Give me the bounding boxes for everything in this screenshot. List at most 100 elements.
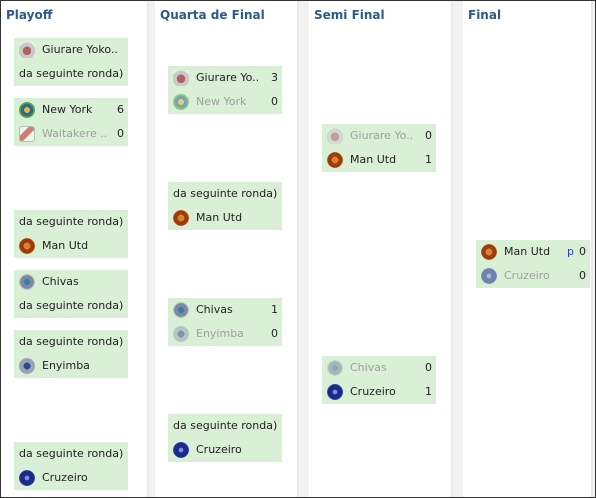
match-card[interactable]: da seguinte ronda) Man Utd bbox=[14, 210, 128, 258]
pending-text: da seguinte ronda) bbox=[173, 187, 278, 200]
match-card[interactable]: da seguinte ronda) Cruzeiro bbox=[168, 414, 282, 462]
giurare-logo-icon bbox=[19, 42, 35, 58]
chivas-logo-icon bbox=[19, 274, 35, 290]
team-name: Giurare Yoko.. bbox=[42, 43, 118, 56]
man-utd-logo-icon bbox=[173, 210, 189, 226]
column-title: Quarta de Final bbox=[160, 8, 265, 22]
team-row[interactable]: Cruzeiro bbox=[14, 466, 128, 490]
team-name: Cruzeiro bbox=[350, 385, 396, 398]
team-score: 1 bbox=[425, 385, 432, 398]
chivas-logo-icon bbox=[173, 302, 189, 318]
team-row[interactable]: New York 6 bbox=[14, 98, 128, 122]
cruzeiro-logo-icon bbox=[327, 384, 343, 400]
team-score: 6 bbox=[117, 103, 124, 116]
team-score: 0 bbox=[271, 95, 278, 108]
team-name: Cruzeiro bbox=[42, 471, 88, 484]
team-name: Waitakere .. bbox=[42, 127, 108, 140]
team-score: 0 bbox=[579, 269, 586, 282]
pending-text: da seguinte ronda) bbox=[19, 447, 124, 460]
pending-text: da seguinte ronda) bbox=[19, 67, 124, 80]
match-card[interactable]: Giurare Yoko.. da seguinte ronda) bbox=[14, 38, 128, 86]
match-card[interactable]: Chivas da seguinte ronda) bbox=[14, 270, 128, 318]
match-card[interactable]: New York 6 Waitakere .. 0 bbox=[14, 98, 128, 146]
team-score: 0 bbox=[579, 245, 586, 258]
team-name: Chivas bbox=[196, 303, 233, 316]
team-name: Man Utd bbox=[196, 211, 243, 224]
cruzeiro-logo-icon bbox=[481, 268, 497, 284]
team-name: Cruzeiro bbox=[504, 269, 550, 282]
pending-text: da seguinte ronda) bbox=[19, 335, 124, 348]
team-score: 0 bbox=[425, 361, 432, 374]
team-name: Chivas bbox=[42, 275, 79, 288]
team-name: New York bbox=[42, 103, 93, 116]
penalty-marker: p bbox=[567, 245, 574, 258]
enyimba-logo-icon bbox=[173, 326, 189, 342]
team-row[interactable]: Giurare Yo.. 3 bbox=[168, 66, 282, 90]
team-row[interactable]: Chivas 1 bbox=[168, 298, 282, 322]
team-row[interactable]: Enyimba 0 bbox=[168, 322, 282, 346]
new-york-logo-icon bbox=[173, 94, 189, 110]
match-card[interactable]: Giurare Yo.. 3 New York 0 bbox=[168, 66, 282, 114]
team-score: 1 bbox=[271, 303, 278, 316]
match-card[interactable]: da seguinte ronda) Man Utd bbox=[168, 182, 282, 230]
team-row[interactable]: Man Utd bbox=[14, 234, 128, 258]
pending-row: da seguinte ronda) bbox=[14, 330, 128, 354]
team-row[interactable]: Cruzeiro 0 bbox=[476, 264, 590, 288]
giurare-logo-icon bbox=[327, 128, 343, 144]
team-name: Man Utd bbox=[504, 245, 551, 258]
team-row[interactable]: Cruzeiro 1 bbox=[322, 380, 436, 404]
team-row[interactable]: Giurare Yo.. 0 bbox=[322, 124, 436, 148]
team-row[interactable]: Man Utd 1 bbox=[322, 148, 436, 172]
team-score: 0 bbox=[425, 129, 432, 142]
man-utd-logo-icon bbox=[481, 244, 497, 260]
match-card[interactable]: Chivas 1 Enyimba 0 bbox=[168, 298, 282, 346]
team-row[interactable]: Enyimba bbox=[14, 354, 128, 378]
column-final: Final Man Utd p 0 Cruzeiro 0 bbox=[463, 1, 595, 497]
column-quarter-final: Quarta de Final Giurare Yo.. 3 New York … bbox=[155, 1, 301, 497]
team-score: 0 bbox=[117, 127, 124, 140]
pending-row: da seguinte ronda) bbox=[14, 210, 128, 234]
team-row[interactable]: Chivas bbox=[14, 270, 128, 294]
chivas-logo-icon bbox=[327, 360, 343, 376]
team-name: Chivas bbox=[350, 361, 387, 374]
pending-row: da seguinte ronda) bbox=[168, 414, 282, 438]
pending-row: da seguinte ronda) bbox=[14, 294, 128, 318]
match-card[interactable]: Giurare Yo.. 0 Man Utd 1 bbox=[322, 124, 436, 172]
pending-text: da seguinte ronda) bbox=[19, 299, 124, 312]
team-name: Enyimba bbox=[42, 359, 90, 372]
team-row[interactable]: Man Utd p 0 bbox=[476, 240, 590, 264]
pending-row: da seguinte ronda) bbox=[168, 182, 282, 206]
team-row[interactable]: Chivas 0 bbox=[322, 356, 436, 380]
column-semi-final: Semi Final Giurare Yo.. 0 Man Utd 1 Chiv… bbox=[309, 1, 455, 497]
team-name: Giurare Yo.. bbox=[196, 71, 260, 84]
waitakere-logo-icon bbox=[19, 126, 35, 142]
team-score: 0 bbox=[271, 327, 278, 340]
man-utd-logo-icon bbox=[19, 238, 35, 254]
enyimba-logo-icon bbox=[19, 358, 35, 374]
team-row[interactable]: Giurare Yoko.. bbox=[14, 38, 128, 62]
column-title: Semi Final bbox=[314, 8, 385, 22]
column-title: Final bbox=[468, 8, 502, 22]
team-row[interactable]: Waitakere .. 0 bbox=[14, 122, 128, 146]
team-name: Man Utd bbox=[350, 153, 397, 166]
man-utd-logo-icon bbox=[327, 152, 343, 168]
team-name: Man Utd bbox=[42, 239, 89, 252]
team-name: New York bbox=[196, 95, 247, 108]
match-card[interactable]: da seguinte ronda) Cruzeiro bbox=[14, 442, 128, 490]
team-row[interactable]: Man Utd bbox=[168, 206, 282, 230]
column-title: Playoff bbox=[6, 8, 53, 22]
team-score: 1 bbox=[425, 153, 432, 166]
team-row[interactable]: New York 0 bbox=[168, 90, 282, 114]
new-york-logo-icon bbox=[19, 102, 35, 118]
team-name: Enyimba bbox=[196, 327, 244, 340]
pending-row: da seguinte ronda) bbox=[14, 442, 128, 466]
team-name: Giurare Yo.. bbox=[350, 129, 414, 142]
team-row[interactable]: Cruzeiro bbox=[168, 438, 282, 462]
match-card[interactable]: da seguinte ronda) Enyimba bbox=[14, 330, 128, 378]
match-card[interactable]: Man Utd p 0 Cruzeiro 0 bbox=[476, 240, 590, 288]
pending-text: da seguinte ronda) bbox=[19, 215, 124, 228]
match-card[interactable]: Chivas 0 Cruzeiro 1 bbox=[322, 356, 436, 404]
giurare-logo-icon bbox=[173, 70, 189, 86]
cruzeiro-logo-icon bbox=[19, 470, 35, 486]
